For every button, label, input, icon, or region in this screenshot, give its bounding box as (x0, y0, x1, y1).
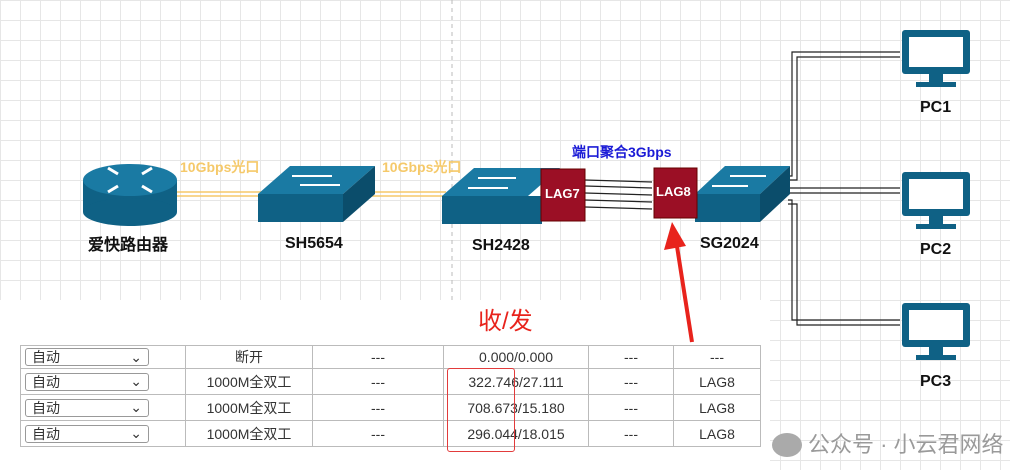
pc2-label: PC2 (920, 241, 951, 258)
chevron-down-icon: ⌄ (130, 348, 142, 365)
switch-sh2428-label: SH2428 (472, 237, 530, 254)
switch-sh2428-icon (442, 168, 560, 224)
link-status: 1000M全双工 (185, 394, 313, 421)
pc2-icon (902, 172, 970, 229)
traffic-rx-tx: 296.044/18.015 (443, 420, 589, 447)
link-status: 1000M全双工 (185, 368, 313, 395)
traffic-rx-tx: 322.746/27.111 (443, 368, 589, 395)
column-4-value: --- (588, 368, 674, 395)
lag7-label: LAG7 (545, 186, 580, 201)
link-status: 1000M全双工 (185, 420, 313, 447)
lag8-box (653, 167, 698, 219)
fiber-link-1 (175, 191, 262, 197)
watermark: 公众号 · 小云君网络 (772, 432, 1004, 458)
lag-group: LAG8 (673, 394, 761, 421)
pc3-label: PC3 (920, 373, 951, 390)
mode-value: 自动 (32, 349, 60, 365)
pc1-icon (902, 30, 970, 87)
traffic-rx-tx: 708.673/15.180 (443, 394, 589, 421)
switch-sh5654-label: SH5654 (285, 235, 343, 252)
aggregation-label: 端口聚合3Gbps (572, 144, 672, 160)
mode-value: 自动 (32, 399, 60, 416)
mode-select[interactable]: 自动 ⌄ (25, 424, 149, 443)
pc3-icon (902, 303, 970, 360)
table-row: 自动⌄1000M全双工---296.044/18.015---LAG8 (20, 420, 761, 447)
chevron-down-icon: ⌄ (130, 425, 142, 441)
link1-label: 10Gbps光口 (180, 159, 259, 175)
mode-select[interactable]: 自动 ⌄ (25, 348, 149, 366)
switch-sg2024-label: SG2024 (700, 235, 759, 252)
watermark-text: 公众号 · 小云君网络 (808, 432, 1004, 457)
lag-group: LAG8 (673, 420, 761, 447)
router-icon (83, 164, 177, 226)
chevron-down-icon: ⌄ (130, 399, 142, 415)
column-4-value: --- (588, 420, 674, 447)
lag-group: --- (673, 345, 761, 369)
port-status-table: 自动⌄断开---0.000/0.000------自动⌄1000M全双工---3… (20, 345, 761, 447)
wechat-icon (772, 433, 802, 457)
link2-label: 10Gbps光口 (382, 159, 461, 175)
mode-select[interactable]: 自动 ⌄ (25, 372, 149, 391)
column-4-value: --- (588, 394, 674, 421)
lag-links (584, 179, 653, 210)
column-2-value: --- (312, 394, 444, 421)
router-label: 爱快路由器 (88, 235, 169, 254)
rx-tx-highlight-box (447, 368, 515, 452)
mode-value: 自动 (32, 425, 60, 442)
switch-sg2024-icon (695, 166, 790, 222)
lag8-label: LAG8 (656, 184, 691, 199)
chevron-down-icon: ⌄ (130, 373, 142, 389)
rx-tx-annotation: 收/发 (478, 308, 533, 335)
column-2-value: --- (312, 420, 444, 447)
pc1-label: PC1 (920, 99, 951, 116)
mode-value: 自动 (32, 373, 60, 390)
mode-select[interactable]: 自动 ⌄ (25, 398, 149, 417)
table-row: 自动⌄1000M全双工---322.746/27.111---LAG8 (20, 368, 761, 395)
lag7-box (540, 168, 586, 222)
fiber-link-2 (372, 191, 446, 197)
switch-sh5654-icon (258, 166, 375, 222)
